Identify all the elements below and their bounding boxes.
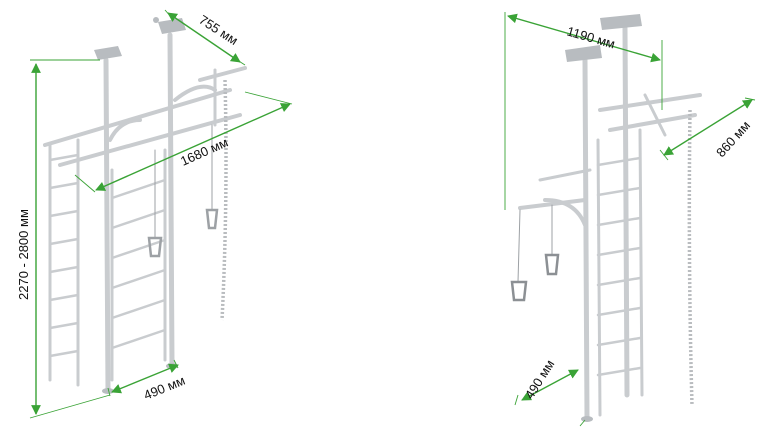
- left-pole-front: [103, 57, 111, 393]
- left-apparatus: [43, 17, 247, 394]
- gym-ring-icon: [205, 208, 219, 230]
- left-top-depth-label: 755 мм: [196, 12, 240, 48]
- ceiling-mount-icon: [94, 46, 122, 60]
- wall-bars-right: [596, 128, 644, 417]
- right-apparatus: [510, 14, 702, 422]
- wall-bars-left: [110, 148, 167, 382]
- right-base-depth-label: 490 мм: [522, 357, 558, 402]
- ceiling-mount-icon: [565, 45, 602, 62]
- rope-icon: [220, 79, 228, 321]
- right-depth-label: 860 мм: [713, 118, 753, 160]
- left-width-label: 1680 мм: [178, 135, 230, 169]
- gym-ring-icon: [147, 236, 163, 258]
- gym-ring-icon: [510, 280, 528, 302]
- left-height-label: 2270 - 2800 мм: [16, 209, 31, 300]
- side-ladder-left: [48, 138, 80, 387]
- gym-ring-icon: [544, 253, 560, 276]
- right-pole-back: [622, 25, 630, 398]
- rope-icon: [687, 109, 694, 406]
- right-pole-front: [582, 57, 590, 421]
- left-pole-back: [167, 32, 175, 368]
- ceiling-mount-icon: [158, 18, 186, 34]
- ceiling-mount-icon: [600, 14, 642, 30]
